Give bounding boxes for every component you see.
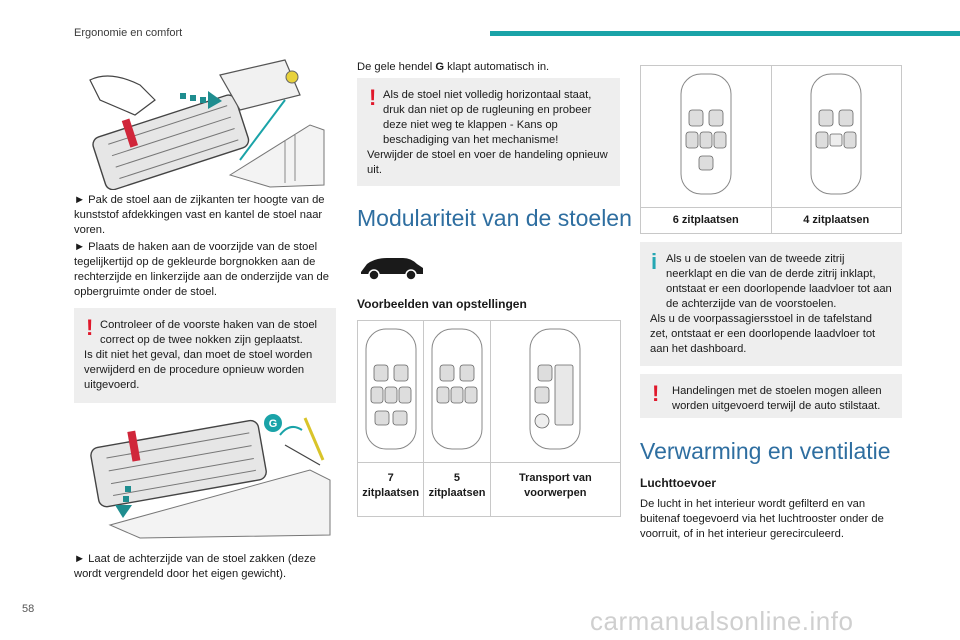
warning-text: Handelingen met de stoelen mogen alleen …: [672, 385, 882, 412]
info-box-load-floor: i Als u de stoelen van de tweede zitrij …: [640, 242, 902, 366]
warning-box-hooks: ! Controleer of de voorste haken van de …: [74, 308, 336, 403]
car-transport-diagram: [529, 328, 581, 450]
layout-7-seats-diagram: [356, 320, 425, 463]
watermark: carmanualsonline.info: [590, 606, 854, 636]
layout-label: 4 zitplaatsen: [770, 207, 902, 234]
info-text-2: Als u de voorpassagiersstoel in de tafel…: [650, 313, 876, 355]
warning-text-2: Is dit niet het geval, dan moet de stoel…: [84, 349, 313, 391]
car-6-seats-diagram: [680, 73, 732, 195]
seat-layout-table-2: 6 zitplaatsen 4 zitplaatsen: [640, 65, 902, 234]
warning-text-1: Als de stoel niet volledig horizontaal s…: [383, 89, 592, 146]
section-title-modularity: Modulariteit van de stoelen: [357, 205, 632, 231]
step-tilt-seat: ► Pak de stoel aan de zijkanten ter hoog…: [74, 194, 325, 236]
step-lower-seat: ► Laat de achterzijde van de stoel zakke…: [74, 553, 316, 580]
running-header: Ergonomie en comfort: [74, 27, 183, 39]
car-5-seats-diagram: [431, 328, 483, 450]
info-text-1: Als u de stoelen van de tweede zitrij ne…: [666, 253, 892, 310]
layout-label: 6 zitplaatsen: [640, 207, 772, 234]
warning-box-stationary: ! Handelingen met de stoelen mogen allee…: [640, 374, 902, 418]
subheading-air-intake: Luchttoevoer: [640, 476, 717, 490]
layout-label: 5 zitplaatsen: [423, 462, 491, 517]
step-place-hooks: ► Plaats de haken aan de voorzijde van d…: [74, 241, 329, 298]
lever-intro-bold: G: [435, 61, 445, 73]
layout-label: Transport van voorwerpen: [489, 462, 622, 517]
car-4-seats-diagram: [810, 73, 862, 195]
layout-5-seats-diagram: [423, 320, 491, 463]
layout-4-seats-diagram: [770, 65, 902, 208]
info-icon: i: [651, 249, 658, 274]
warning-box-horizontal: ! Als de stoel niet volledig horizontaal…: [357, 78, 620, 186]
warning-text-2: Verwijder de stoel en voer de handeling …: [367, 149, 608, 176]
seat-layout-table-1: 7 zitplaatsen 5 zitplaatsen Transport va…: [356, 320, 622, 517]
seat-lower-illustration: G: [80, 410, 335, 540]
lever-g-label: G: [269, 418, 278, 430]
air-intake-text: De lucht in het interieur wordt gefilter…: [640, 498, 884, 540]
lever-intro-prefix: De gele hendel: [357, 61, 436, 73]
lever-intro: De gele hendel G klapt automatisch in.: [357, 60, 622, 75]
layout-6-seats-diagram: [640, 65, 772, 208]
page-number: 58: [22, 603, 35, 615]
car-7-seats-diagram: [365, 328, 417, 450]
layout-label: 7 zitplaatsen: [356, 462, 425, 517]
warning-icon: !: [369, 85, 377, 110]
header-accent-bar: [490, 31, 960, 36]
seat-hook-illustration: [80, 55, 325, 190]
subheading-layouts: Voorbeelden van opstellingen: [357, 297, 527, 311]
warning-icon: !: [652, 381, 660, 406]
layout-transport-diagram: [489, 320, 622, 463]
warning-text-1: Controleer of de voorste haken van de st…: [100, 319, 318, 346]
car-silhouette-icon: [361, 258, 423, 281]
lever-intro-suffix: klapt automatisch in.: [444, 61, 550, 73]
section-title-heating: Verwarming en ventilatie: [640, 438, 891, 464]
warning-icon: !: [86, 315, 94, 340]
